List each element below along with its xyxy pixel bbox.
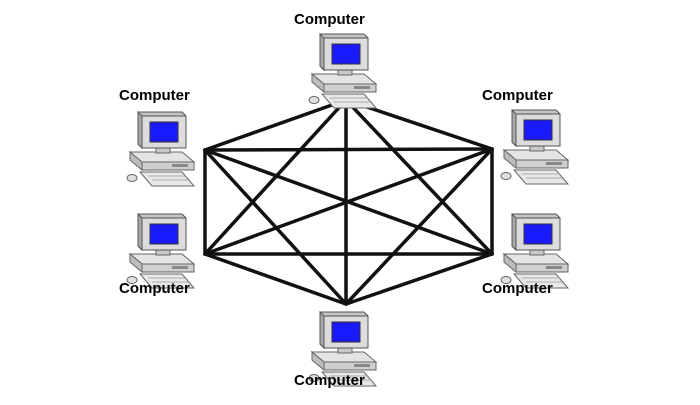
link-topright-bottom xyxy=(344,147,494,306)
computer-icon-top-left xyxy=(126,111,195,187)
computer-icon-bottom-left xyxy=(126,213,195,289)
computer-label-bottom-left: Computer xyxy=(119,280,190,297)
link-topleft-topright xyxy=(203,147,494,152)
computer-label-top-right: Computer xyxy=(482,87,553,104)
computer-label-top-left: Computer xyxy=(119,87,190,104)
computer-icon-top-right xyxy=(500,109,569,185)
computer-icon-top xyxy=(308,33,377,109)
link-bottomright-bottom xyxy=(344,252,494,306)
computer-label-bottom: Computer xyxy=(294,372,365,389)
mesh-links xyxy=(203,98,494,306)
link-topright-bottomleft xyxy=(203,147,494,256)
computer-label-top: Computer xyxy=(294,11,365,28)
computer-icon-bottom-right xyxy=(500,213,569,289)
computer-label-bottom-right: Computer xyxy=(482,280,553,297)
link-bottomleft-bottom xyxy=(203,252,348,306)
link-top-topleft xyxy=(203,98,348,152)
